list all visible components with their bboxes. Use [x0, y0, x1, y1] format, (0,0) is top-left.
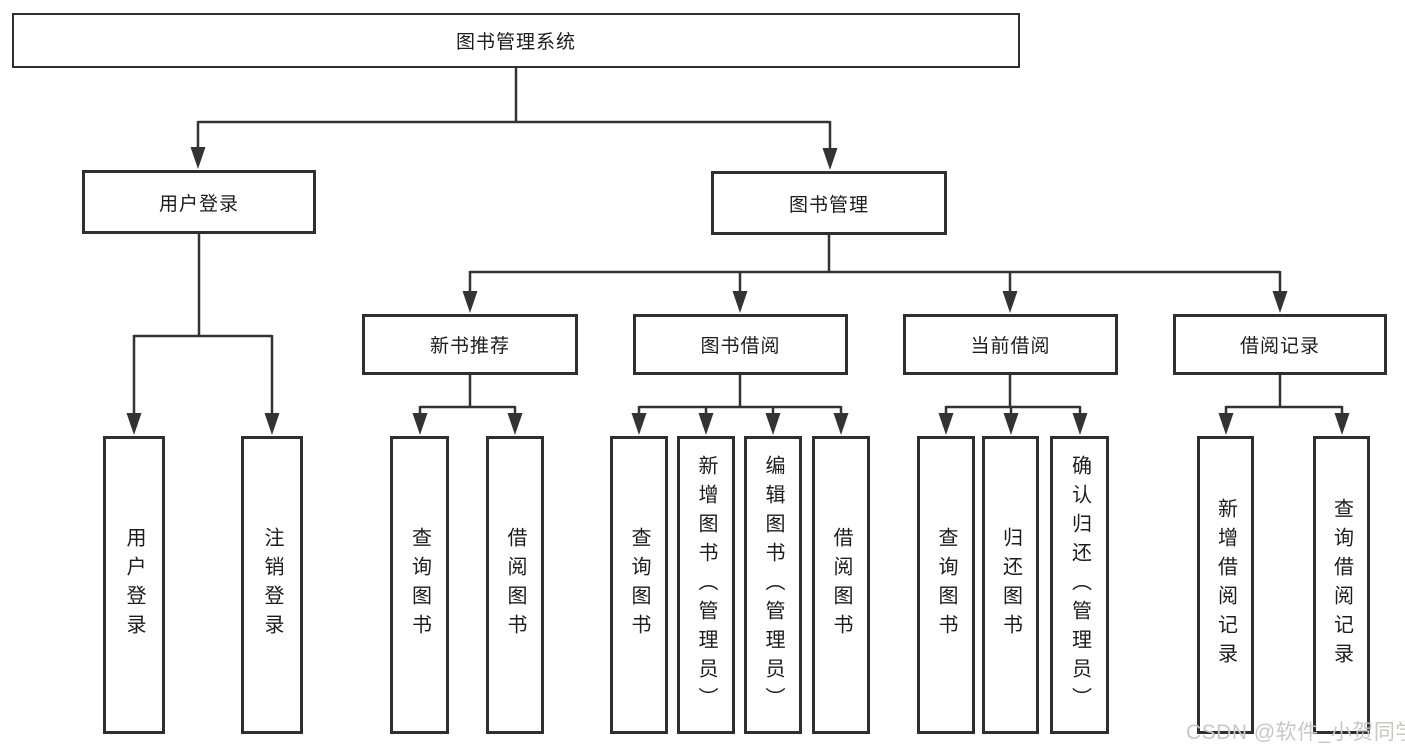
node-label: 新增图书（管理员） [695, 454, 717, 716]
node-label: 查询图书 [628, 527, 650, 643]
node-label: 用户登录 [123, 527, 145, 643]
leaf-query-books-recommend: 查询图书 [390, 436, 449, 734]
csdn-watermark: CSDN @软件_小贺同学 [1186, 721, 1405, 744]
node-new-book-recommend: 新书推荐 [362, 314, 578, 375]
leaf-borrow-books-recommend: 借阅图书 [486, 436, 544, 734]
node-label: 图书借阅 [700, 336, 781, 357]
node-label: 确认归还（管理员） [1068, 454, 1091, 716]
leaf-return-books: 归还图书 [982, 436, 1039, 734]
connector-borrowing-records [1218, 375, 1350, 435]
leaf-user-login: 用户登录 [103, 436, 165, 734]
node-label: 图书管理系统 [455, 32, 576, 53]
node-book-management: 图书管理 [711, 171, 947, 235]
connector-book-management [462, 235, 1288, 313]
node-library-management-system: 图书管理系统 [12, 13, 1020, 68]
node-label: 查询借阅记录 [1330, 498, 1353, 672]
node-label: 编辑图书（管理员） [762, 454, 784, 716]
node-label: 用户登录 [158, 193, 239, 215]
node-label: 查询图书 [408, 527, 431, 643]
node-label: 当前借阅 [970, 336, 1051, 357]
leaf-add-books-admin: 新增图书（管理员） [677, 436, 735, 734]
node-label: 借阅记录 [1239, 336, 1320, 357]
node-borrowing-records: 借阅记录 [1173, 314, 1387, 375]
leaf-query-books-borrowing: 查询图书 [610, 436, 668, 734]
node-label: 查询图书 [935, 527, 957, 643]
node-label: 图书管理 [788, 194, 869, 216]
leaf-logout: 注销登录 [241, 436, 303, 734]
node-label: 新增借阅记录 [1214, 498, 1237, 672]
node-label: 借阅图书 [830, 527, 852, 643]
node-user-login: 用户登录 [82, 170, 316, 234]
connector-root [190, 68, 838, 170]
leaf-confirm-return-admin: 确认归还（管理员） [1050, 436, 1109, 734]
node-book-borrowing: 图书借阅 [633, 314, 848, 375]
node-label: 注销登录 [261, 527, 283, 643]
connector-user-login [126, 234, 280, 435]
node-label: 新书推荐 [429, 336, 510, 357]
node-label: 归还图书 [999, 527, 1022, 643]
node-label: 借阅图书 [504, 527, 526, 643]
leaf-query-borrow-record: 查询借阅记录 [1313, 436, 1370, 734]
leaf-edit-books-admin: 编辑图书（管理员） [744, 436, 802, 734]
connector-current-borrowing [938, 375, 1088, 435]
connector-book-borrowing [631, 375, 849, 435]
leaf-query-books-current: 查询图书 [917, 436, 975, 734]
node-current-borrowing: 当前借阅 [903, 314, 1118, 375]
leaf-borrow-books: 借阅图书 [812, 436, 870, 734]
leaf-add-borrow-record: 新增借阅记录 [1197, 436, 1254, 734]
connector-new-book-recommend [412, 375, 523, 435]
